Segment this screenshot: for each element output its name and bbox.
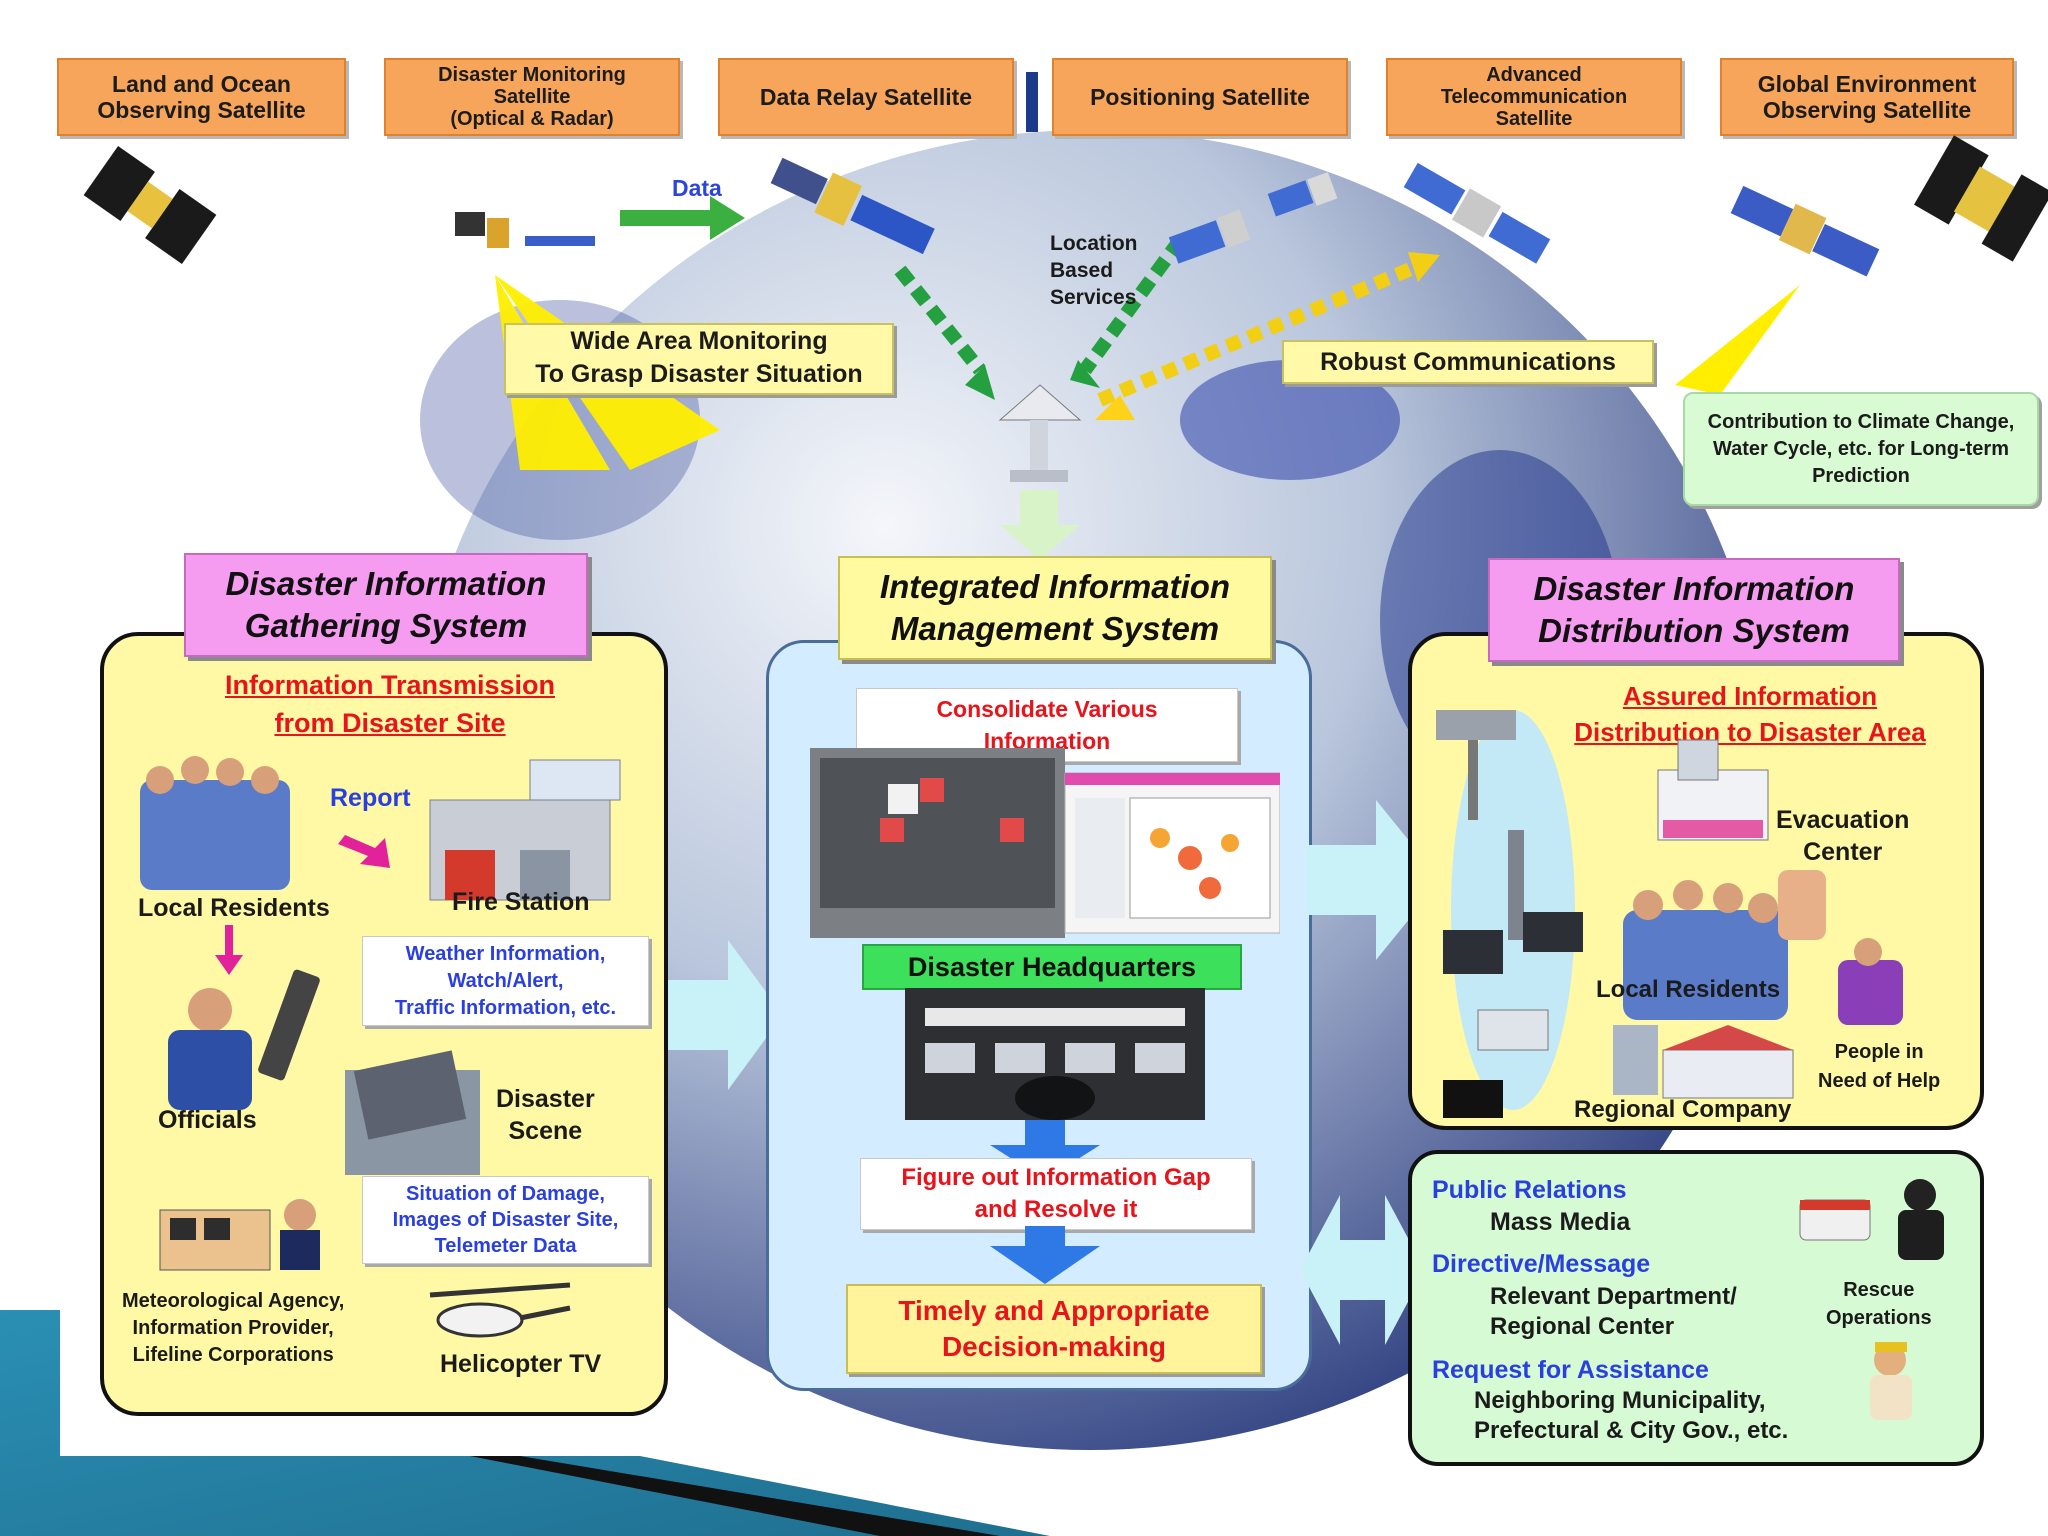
divider <box>1026 72 1038 132</box>
satellite-label-land-ocean: Land and Ocean Observing Satellite <box>57 58 346 136</box>
phone-user-icon <box>1778 870 1826 940</box>
tablet-icon <box>1523 912 1583 952</box>
consolidate-text: Consolidate Various Information <box>936 696 1158 754</box>
laptop-icon <box>1443 930 1503 974</box>
mass-media-label: Mass Media <box>1490 1208 1631 1236</box>
tv-icon <box>1443 1080 1503 1118</box>
helicopter-label: Helicopter TV <box>440 1350 602 1378</box>
green-dashed-arrow <box>1079 235 1186 375</box>
ambulance-icon <box>1799 1199 1871 1241</box>
satellite-icon <box>455 212 595 248</box>
loudspeaker-icon <box>1436 710 1516 820</box>
rescue-operations-label: Rescue Operations <box>1826 1279 1932 1329</box>
rescue-worker-icon <box>1898 1179 1944 1260</box>
local-residents-label: Local Residents <box>138 894 330 922</box>
officials-label: Officials <box>158 1106 257 1134</box>
directive-heading: Directive/Message <box>1432 1250 1651 1278</box>
damage-info-text: Situation of Damage, Images of Disaster … <box>392 1183 619 1257</box>
beam <box>1675 285 1800 395</box>
met-agency-label: Meteorological Agency, Information Provi… <box>122 1290 345 1366</box>
disaster-scene-label: Disaster Scene <box>496 1085 595 1145</box>
satellite-label-data-relay: Data Relay Satellite <box>718 58 1014 136</box>
ground-station-icon <box>998 384 1135 482</box>
gathering-illustrations <box>140 756 621 1338</box>
request-assistance-heading: Request for Assistance <box>1432 1356 1709 1384</box>
hq-banner-text: Disaster Headquarters <box>907 951 1197 982</box>
fire-station-icon <box>429 759 621 901</box>
fax-icon <box>1477 1009 1549 1051</box>
officials-icon <box>168 969 320 1110</box>
antenna-tower-icon <box>1508 830 1524 940</box>
satellite-icon <box>1914 135 2048 262</box>
down-arrow-to-decision <box>990 1226 1100 1284</box>
down-arrow-to-gap <box>990 1120 1100 1180</box>
weather-info-box: Weather Information, Watch/Alert, Traffi… <box>362 936 649 1026</box>
volunteer-icon <box>1870 1342 1912 1420</box>
decision-box: Timely and Appropriate Decision-making <box>846 1284 1262 1374</box>
data-label: Data <box>672 175 722 201</box>
meteorological-agency-icon <box>159 1199 320 1271</box>
gathering-subtitle: Information Transmission from Disaster S… <box>224 670 556 738</box>
green-dashed-arrow <box>894 265 986 375</box>
climate-note-text: Contribution to Climate Change, Water Cy… <box>1707 410 2015 487</box>
satellite-icon <box>1730 185 1880 277</box>
local-residents-dist-label: Local Residents <box>1596 976 1781 1003</box>
gathering-title: Disaster Information Gathering System <box>184 553 588 657</box>
hq-photo <box>905 988 1205 1120</box>
gap-box: Figure out Information Gap and Resolve i… <box>860 1158 1252 1230</box>
distribution-illustrations <box>1436 710 1903 1118</box>
helicopter-icon <box>429 1282 571 1338</box>
data-arrow <box>620 196 745 240</box>
satellite-label-advanced-telecom: Advanced Telecommunication Satellite <box>1386 58 1682 136</box>
disaster-scene-icon <box>345 1050 480 1175</box>
neighboring-municipality-label: Neighboring Municipality, Prefectural & … <box>1474 1387 1789 1444</box>
satellite-icon <box>1403 162 1551 264</box>
report-label: Report <box>330 784 411 812</box>
relevant-department-label: Relevant Department/ Regional Center <box>1490 1283 1737 1340</box>
evacuation-center-label: Evacuation Center <box>1776 806 1910 866</box>
distribution-title: Disaster Information Distribution System <box>1488 558 1900 662</box>
wide-area-monitoring-note: Wide Area Monitoring To Grasp Disaster S… <box>504 323 894 395</box>
residents-icon <box>140 756 290 890</box>
consolidate-screenshots <box>810 748 1280 938</box>
arrow-integrated-to-public <box>1300 1195 1425 1345</box>
satellite-icon <box>83 146 217 264</box>
satellite-icon <box>1267 172 1338 217</box>
satellite-label-disaster-monitoring: Disaster Monitoring Satellite (Optical &… <box>384 58 680 136</box>
public-relations-heading: Public Relations <box>1432 1176 1627 1204</box>
evacuation-center-icon <box>1657 739 1769 841</box>
report-arrow <box>338 835 390 868</box>
location-services-label: Location Based Services <box>1050 232 1138 309</box>
fire-station-label: Fire Station <box>452 888 590 916</box>
hq-banner: Disaster Headquarters <box>862 944 1242 990</box>
weather-info-text: Weather Information, Watch/Alert, Traffi… <box>394 942 617 1019</box>
satellite-label-global-environment: Global Environment Observing Satellite <box>1720 58 2014 136</box>
down-arrow <box>1000 490 1080 560</box>
damage-info-box: Situation of Damage, Images of Disaster … <box>362 1176 649 1264</box>
satellite-icon <box>1168 209 1251 264</box>
regional-company-label: Regional Company <box>1574 1096 1792 1123</box>
regional-company-icon <box>1613 1025 1794 1099</box>
people-in-need-icon <box>1838 938 1903 1025</box>
satellite-label-positioning: Positioning Satellite <box>1052 58 1348 136</box>
people-in-need-label: People in Need of Help <box>1818 1041 1941 1092</box>
decision-text: Timely and Appropriate Decision-making <box>898 1295 1210 1362</box>
arrow-integrated-to-distribution <box>1306 800 1441 960</box>
gap-text: Figure out Information Gap and Resolve i… <box>901 1164 1211 1223</box>
yellow-dotted-arrow <box>1097 258 1423 407</box>
robust-communications-note: Robust Communications <box>1282 340 1654 384</box>
climate-note: Contribution to Climate Change, Water Cy… <box>1683 392 2039 506</box>
satellite-icon <box>770 157 935 255</box>
residents-icon <box>1623 880 1788 1020</box>
public-illustrations <box>1799 1179 1944 1420</box>
arrow-gathering-to-integrated <box>668 940 783 1090</box>
integrated-title: Integrated Information Management System <box>838 556 1272 660</box>
